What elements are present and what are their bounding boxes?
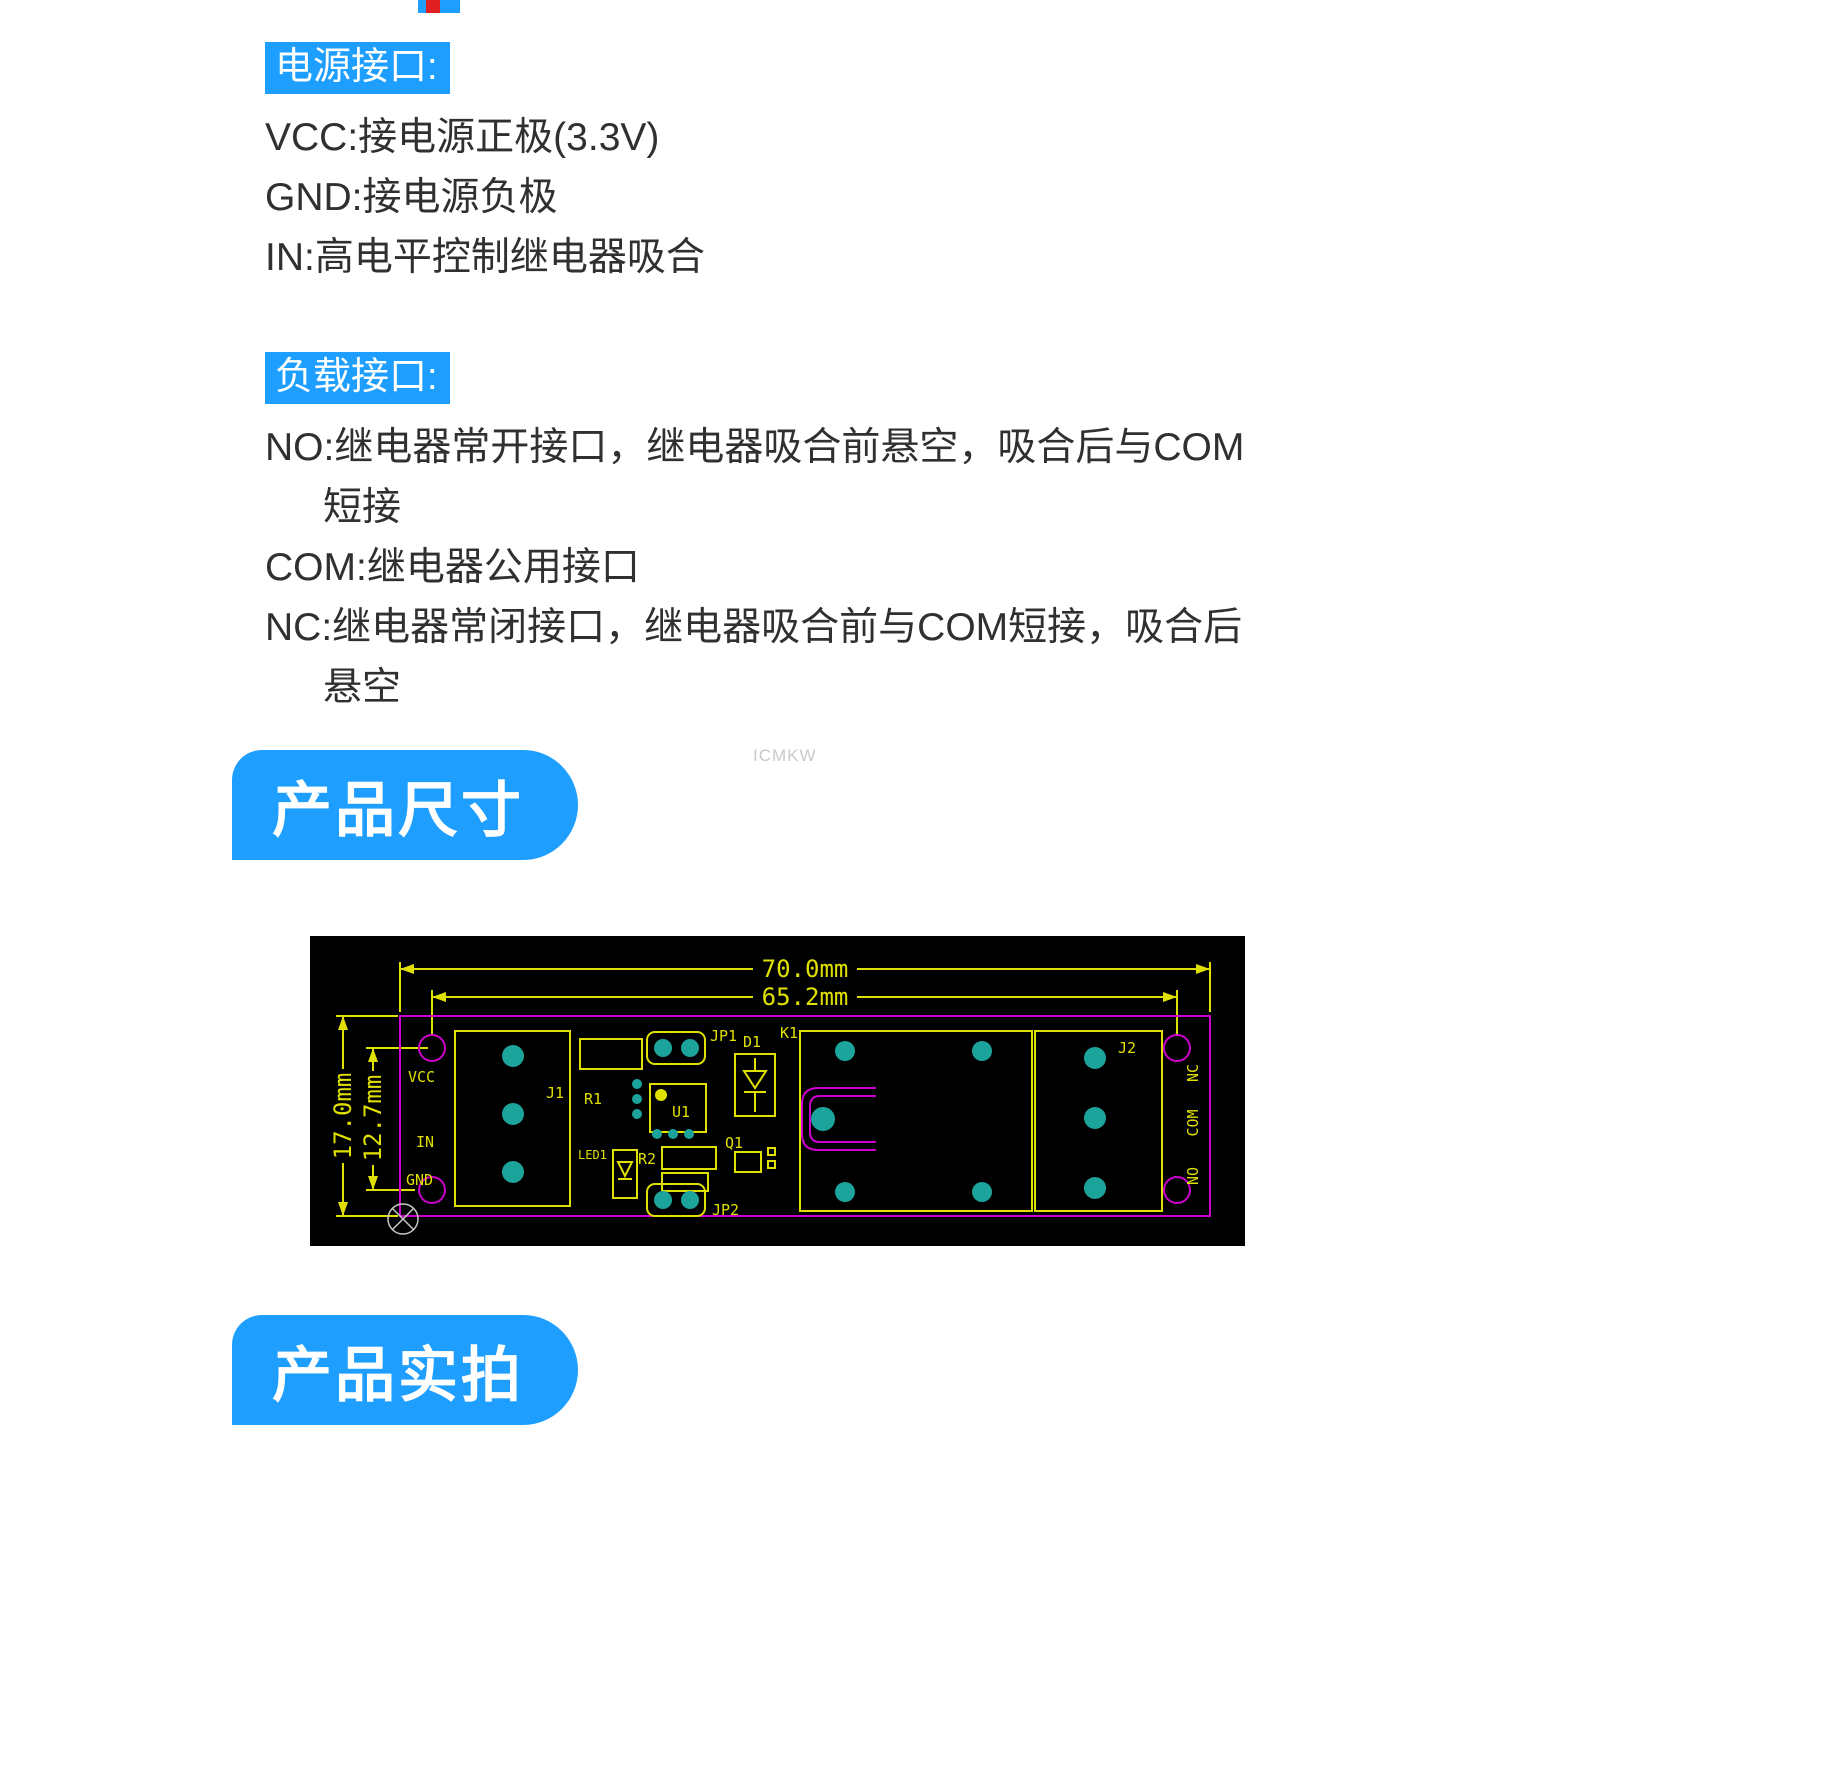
origin-marker <box>387 1203 419 1235</box>
r2-label: R2 <box>638 1150 656 1168</box>
product-photos-banner: 产品实拍 <box>232 1315 578 1425</box>
load-interface-heading: 负载接口: <box>265 352 450 404</box>
nc-line-continuation: 悬空 <box>323 666 402 709</box>
load-interface-section: 负载接口: NO:继电器常开接口，继电器吸合前悬空，吸合后与COM 短接 COM… <box>265 352 1244 718</box>
dim-17mm-label: 17.0mm <box>329 1073 357 1160</box>
product-dimensions-banner: 产品尺寸 <box>232 750 578 860</box>
jp1-label: JP1 <box>710 1027 737 1045</box>
com-line: COM:继电器公用接口 <box>265 546 640 589</box>
k1-label: K1 <box>780 1024 798 1042</box>
pcb-svg: 70.0mm 65.2mm 17.0mm <box>310 936 1245 1246</box>
diode-d1: D1 <box>734 1033 776 1117</box>
pin-labels-right: NC COM NO <box>1184 1064 1202 1185</box>
pin-labels-left: VCC IN GND <box>406 1068 435 1189</box>
board-outline <box>399 1015 1211 1217</box>
d1-label: D1 <box>743 1033 761 1051</box>
jp2-label: JP2 <box>712 1201 739 1219</box>
vcc-pin-label: VCC <box>408 1068 435 1086</box>
gnd-line: GND:接电源负极 <box>265 176 558 219</box>
r1-label: R1 <box>584 1090 602 1108</box>
j2-label: J2 <box>1118 1039 1136 1057</box>
relay-k1: K1 <box>780 1024 1033 1212</box>
in-line: IN:高电平控制继电器吸合 <box>265 236 705 279</box>
nc-line: NC:继电器常闭接口，继电器吸合前与COM短接，吸合后 <box>265 606 1243 649</box>
resistor-r1: R1 <box>579 1038 643 1108</box>
jumper-jp1: JP1 <box>646 1027 737 1065</box>
u1-label: U1 <box>672 1103 690 1121</box>
com-pin-label: COM <box>1184 1109 1202 1136</box>
resistor-r2: R2 <box>638 1146 717 1192</box>
led1-label: LED1 <box>578 1148 607 1162</box>
watermark: ICMKW <box>753 746 817 765</box>
dimension-hole-height: 12.7mm <box>359 1047 428 1191</box>
connector-j2: J2 <box>1034 1030 1163 1212</box>
q1-label: Q1 <box>725 1134 743 1152</box>
dimension-outer-width: 70.0mm <box>399 955 1211 1012</box>
dim-65mm-label: 65.2mm <box>762 983 849 1011</box>
product-photos-banner-label: 产品实拍 <box>272 1341 524 1409</box>
cutoff-red-mark <box>426 0 440 13</box>
jumper-jp2: JP2 <box>646 1183 739 1219</box>
vcc-line: VCC:接电源正极(3.3V) <box>265 116 660 159</box>
pcb-dimension-diagram: 70.0mm 65.2mm 17.0mm <box>310 936 1245 1246</box>
ic-u1: U1 <box>632 1079 707 1139</box>
dim-12-7mm-label: 12.7mm <box>359 1075 387 1162</box>
j1-label: J1 <box>546 1084 564 1102</box>
led1: LED1 <box>578 1148 638 1199</box>
no-line-continuation: 短接 <box>323 486 402 529</box>
no-line: NO:继电器常开接口，继电器吸合前悬空，吸合后与COM <box>265 426 1245 469</box>
connector-j1: J1 <box>454 1030 571 1207</box>
no-pin-label: NO <box>1184 1167 1202 1185</box>
power-interface-section: 电源接口: VCC:接电源正极(3.3V) GND:接电源负极 IN:高电平控制… <box>265 42 705 288</box>
product-dimensions-banner-label: 产品尺寸 <box>272 776 524 844</box>
in-pin-label: IN <box>416 1133 434 1151</box>
nc-pin-label: NC <box>1184 1064 1202 1082</box>
cutoff-fragment <box>418 0 460 13</box>
mounting-holes <box>418 1034 1191 1204</box>
power-interface-heading: 电源接口: <box>265 42 450 94</box>
transistor-q1: Q1 <box>725 1134 776 1173</box>
gnd-pin-label: GND <box>406 1171 433 1189</box>
dimension-hole-width: 65.2mm <box>431 983 1178 1036</box>
dim-70mm-label: 70.0mm <box>762 955 849 983</box>
